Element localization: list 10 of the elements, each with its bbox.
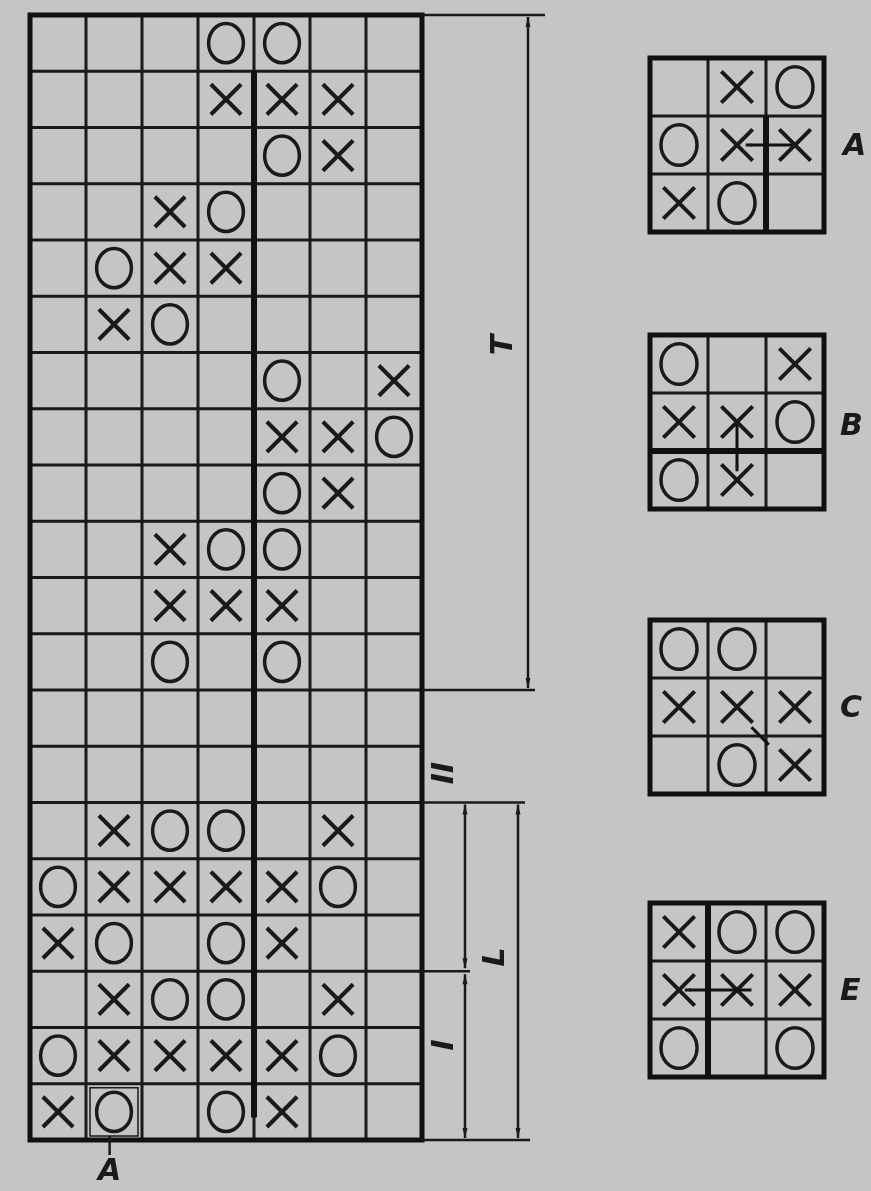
dimension-label: T [487,334,518,356]
callout-letter: A [98,1155,122,1185]
dimension-label: I [427,1039,458,1051]
figure-label: A [843,130,867,160]
figure-label: C [840,692,863,722]
dimension-label: II [428,761,459,785]
leader-line [108,1136,111,1155]
dimension-label: L [478,947,509,967]
figure-label: B [840,410,863,440]
figure-label: E [840,975,861,1005]
